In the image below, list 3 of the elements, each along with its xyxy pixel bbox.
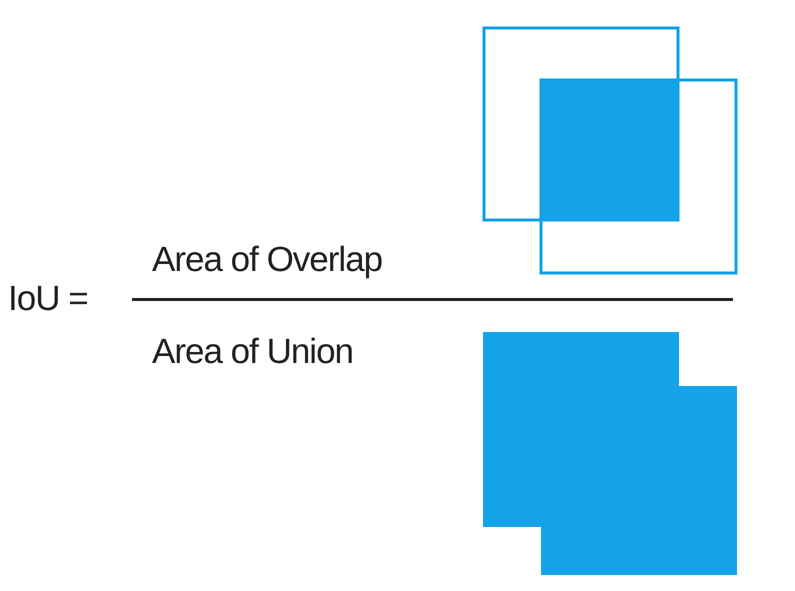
numerator-text: Area of Overlap [152,240,382,280]
denominator-text: Area of Union [152,332,354,372]
formula-label: IoU = [8,279,88,319]
